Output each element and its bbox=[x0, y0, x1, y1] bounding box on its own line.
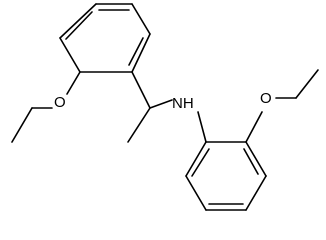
chemical-structure: O NH O bbox=[11, 3, 319, 211]
nh-ring-bond bbox=[197, 111, 207, 143]
left-ethoxy-group bbox=[11, 71, 81, 143]
ethyl-bridge bbox=[127, 71, 173, 143]
right-ethoxy-group bbox=[245, 69, 319, 143]
left-benzene-ring bbox=[59, 3, 151, 73]
oxygen-label-right: O bbox=[260, 90, 272, 107]
right-benzene-ring bbox=[185, 141, 267, 211]
oxygen-label-left: O bbox=[54, 94, 66, 111]
nh-label: NH bbox=[172, 95, 194, 112]
